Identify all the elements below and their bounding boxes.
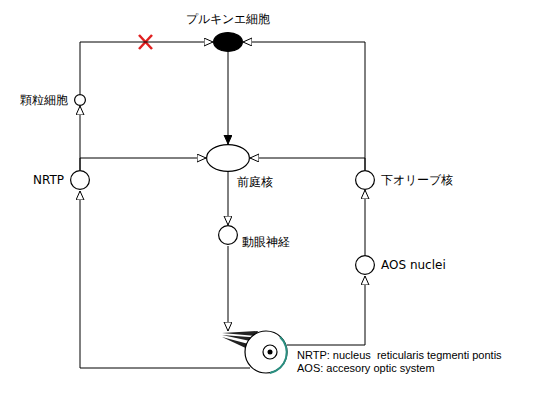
neural-pathway [80,42,213,94]
pupil [268,350,273,355]
cell-label: 動眼神経 [242,235,290,249]
cell-outline [213,32,243,52]
retina-to-nrtp-wire [80,191,250,368]
neural-pathway [365,190,366,255]
nucleus-circle: 動眼神経 [218,225,238,245]
neural-pathway [243,42,365,170]
cell-outline [206,144,250,172]
iris [263,345,277,359]
cell-label: プルキンエ細胞 [186,12,270,26]
nucleus-circle: AOS nuclei [355,255,375,275]
nucleus-circle: 下オリーブ核 [355,170,375,190]
nucleus-circle: NRTP [70,170,90,190]
cell-outline [74,94,86,106]
neural-pathway [80,158,206,170]
cell-outline [218,225,238,245]
cell-outline [355,170,375,190]
nucleus-ellipse: 前庭核 [206,144,250,172]
cell-label: AOS nuclei [381,258,446,272]
abbreviation-note: AOS: accesory optic system [297,362,435,375]
oculomotor-to-muscle-wire [228,246,229,331]
abbreviation-note: NRTP: nucleus reticularis tegmenti ponti… [297,349,502,362]
eyeball [245,331,287,373]
cell-label: NRTP [33,173,64,187]
neural-pathway [228,52,229,144]
cell-outline [355,255,375,275]
neural-pathway [250,158,365,170]
purkinje-cell: プルキンエ細胞 [213,32,243,52]
cell-label: 前庭核 [237,175,273,189]
neural-pathway [228,172,229,225]
cell-label: 下オリーブ核 [381,173,453,187]
retina-to-aos-wire [287,276,365,345]
granule-cell: 顆粒細胞 [74,94,86,106]
cell-outline [70,170,90,190]
cell-label: 顆粒細胞 [20,93,68,107]
